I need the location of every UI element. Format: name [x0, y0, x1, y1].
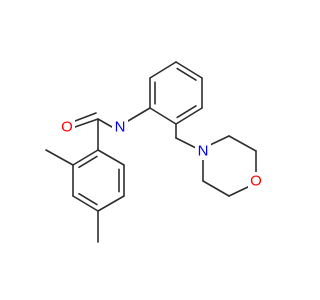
ring-b-double-2: [176, 105, 197, 119]
bond-layer: [45, 61, 257, 243]
ring-a-bond-6: [97, 149, 125, 166]
morpholine-nitrogen-label: N: [198, 143, 209, 160]
ring-b-bond-5: [149, 107, 177, 125]
morpholine-oxygen-label: O: [250, 173, 262, 190]
ring-a-bond-1: [72, 149, 99, 166]
amide-nitrogen-atom: N: [112, 118, 128, 136]
morpholine-oxygen-atom: O: [248, 172, 264, 190]
ring-b-bond-2: [175, 61, 203, 79]
ring-a-double-2: [78, 192, 98, 206]
carbonyl-double-outer: [74, 118, 99, 128]
carbonyl-oxygen-atom: O: [59, 118, 75, 136]
morpholine-bond-4: [228, 185, 251, 197]
ring-b-bond-4: [175, 107, 203, 125]
structure-canvas: O N N O: [45, 61, 264, 243]
ring-b-bond-1: [149, 61, 177, 79]
carbonyl-oxygen-label: O: [61, 119, 73, 136]
ring-a-bond-3: [72, 195, 99, 212]
ring-a-bond-4: [97, 195, 125, 212]
morpholine-bond-2: [228, 135, 257, 152]
morpholine-nitrogen-atom: N: [195, 142, 211, 160]
amide-nitrogen-label: N: [115, 119, 126, 136]
morpholine-bond-5: [202, 180, 230, 197]
atom-layer: O N N O: [59, 118, 264, 190]
morpholine-bond-1: [209, 135, 230, 146]
nitrogen-to-ch2-bond: [127, 107, 151, 122]
carbonyl-double-inner: [74, 112, 97, 122]
ch2-to-morpholine-bond: [175, 137, 197, 149]
ring-b-double-1: [176, 67, 197, 81]
ring-a-double-1: [78, 155, 98, 169]
molecule-structure: O N N O: [45, 61, 264, 243]
methyl-bond-ortho: [45, 149, 74, 166]
carbonyl-to-nitrogen-bond: [97, 118, 113, 128]
